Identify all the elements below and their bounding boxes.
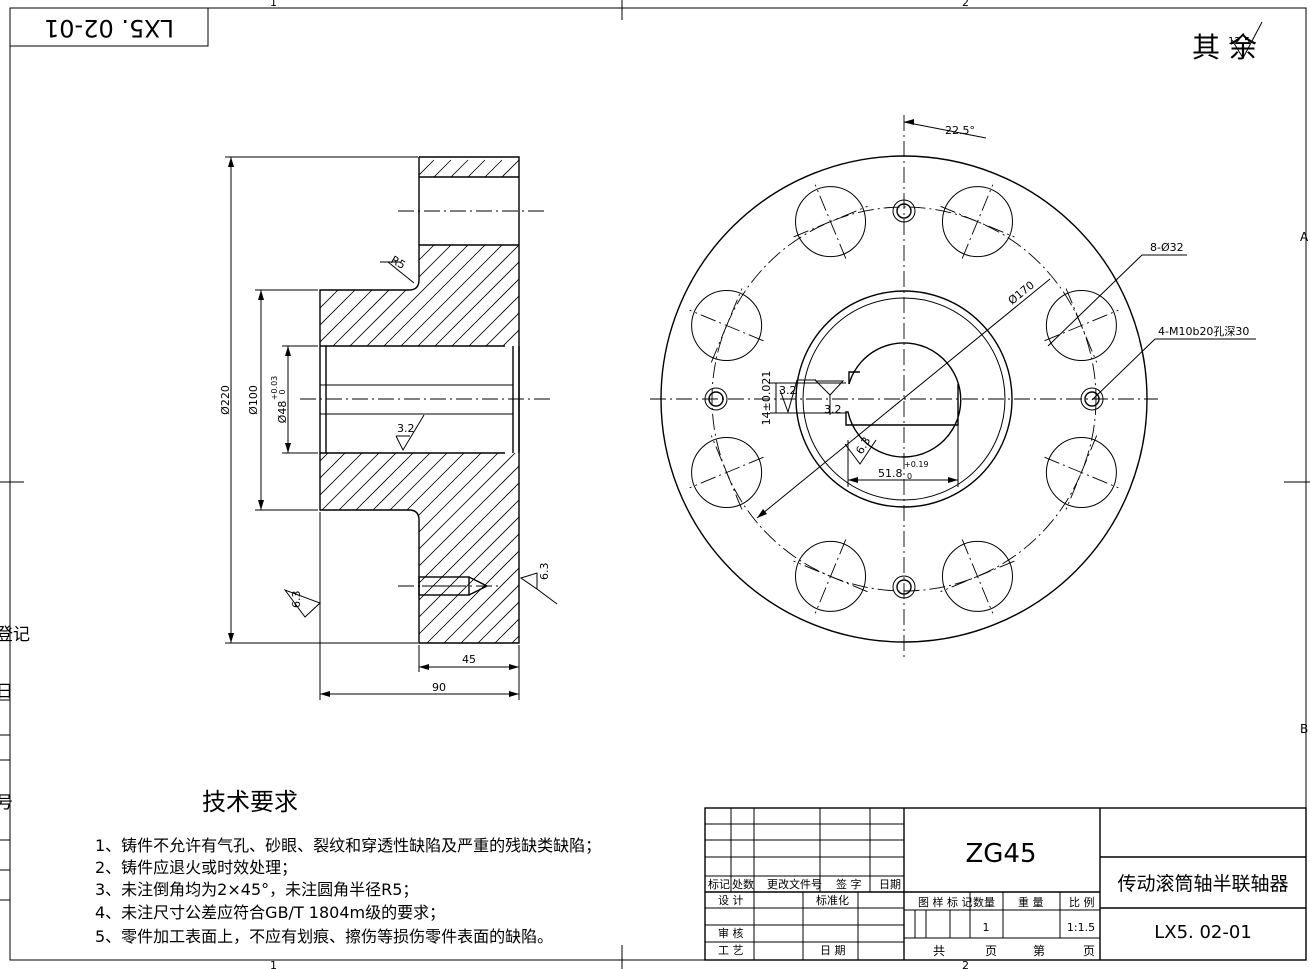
sheets-page: 页 [985,944,997,958]
bolt-holes [689,184,1119,614]
bolt-hole [941,186,1013,258]
role-design: 设 计 [718,894,744,907]
roughness-symbol [283,588,321,618]
quantity: 1 [983,921,990,934]
tech-item-1: 1、铸件不允许有气孔、砂眼、裂纹和穿透性缺陷及严重的残缺类缺陷； [95,836,601,855]
dim-d48: Ø48 [276,401,289,424]
info-header-mark: 图 样 标 记 [918,895,973,909]
front-view [650,115,1256,660]
roughness-value: 3.2 [397,422,415,435]
dim-90: 90 [432,681,446,694]
info-header-qty: 数量 [973,896,995,909]
section-view [225,156,558,700]
section-hatch [320,159,519,643]
drawing-no: LX5. 02-01 [1154,922,1252,943]
part-name: 传动滚筒轴半联轴器 [1117,873,1288,895]
rev-header-mark: 标记 [708,877,730,891]
code-stamp: LX5. 02-01 [44,14,174,42]
dim-45: 45 [462,653,476,666]
dim-d48-tol-lower: 0 [278,389,287,394]
zone-label-top-1: 1 [270,0,277,9]
bolt-hole [795,540,867,612]
tech-item-4: 4、未注尺寸公差应符合GB/T 1804m级的要求； [95,903,445,922]
dim-d220: Ø220 [219,385,232,415]
zone-label-top-2: 2 [962,0,969,9]
roughness-symbol [395,414,425,452]
roughness-value: 6.3 [538,563,551,581]
rev-header-sign: 签 字 [836,877,862,891]
sheets-total: 共 [933,944,945,958]
bolt-hole [1045,436,1117,508]
left-strip-label-2: 日 [0,682,13,702]
tech-item-2: 2、铸件应退火或时效处理； [95,858,297,877]
roughness-general-symbol: 12.5 [1228,21,1263,59]
angle-label: 22.5° [945,124,975,137]
roughness-symbol [519,572,558,605]
info-header-scale: 比 例 [1069,895,1095,909]
bolt-hole [1045,290,1117,362]
tech-title: 技术要求 [202,788,298,816]
material: ZG45 [965,839,1036,869]
bolt-hole [691,290,763,362]
key-depth-dim: 51.8 [878,467,903,480]
dim-r5: R5 [389,253,408,272]
code-stamp-box [9,7,209,47]
zone-label-a: A [1300,230,1309,244]
sheets-no: 第 [1033,944,1045,958]
role-standard: 标准化 [816,893,849,907]
info-header-weight: 重 量 [1018,895,1044,909]
roughness-value: 3.2 [824,403,842,416]
scale: 1:1.5 [1067,921,1095,934]
bolt-hole [691,436,763,508]
holes-spec: 8-Ø32 [1150,241,1184,254]
title-block [704,807,1307,961]
roughness-value: 6.3 [853,435,873,457]
role-process: 工 艺 [718,944,744,957]
sheet-note: 其 余 [1192,31,1257,64]
tech-item-5: 5、零件加工表面上，不应有划痕、擦伤等损伤零件表面的缺陷。 [95,927,553,946]
rev-header-count: 处数 [732,878,754,891]
dim-d48-tol-upper: +0.03 [270,376,279,401]
key-depth-tol-lower: 0 [907,472,912,481]
dim-d100: Ø100 [247,385,260,415]
tech-item-3: 3、未注倒角均为2×45°，未注圆角半径R5； [95,880,418,899]
rev-header-date: 日期 [879,878,901,891]
role-review: 审 核 [718,926,744,940]
zone-label-bottom-1: 1 [270,959,277,969]
bolt-hole [941,540,1013,612]
zone-label-b: B [1300,722,1308,736]
key-depth-tol-upper: +0.19 [904,460,929,469]
zone-label-bottom-2: 2 [962,959,969,969]
bolt-hole [795,186,867,258]
left-strip-label-1: 登记 [0,625,30,645]
roughness-value: 3.2 [779,384,797,397]
sheets-page-2: 页 [1083,944,1095,958]
roughness-value: 6.3 [290,591,303,609]
threads-spec: 4-M10b20孔深30 [1158,325,1249,338]
left-strip-label-3: 号 [0,793,13,813]
rev-header-doc: 更改文件号 [767,877,822,891]
role-date: 日 期 [820,944,846,957]
svg-text:12.5: 12.5 [1228,36,1250,47]
key-width-dim: 14±0.021 [760,371,773,426]
